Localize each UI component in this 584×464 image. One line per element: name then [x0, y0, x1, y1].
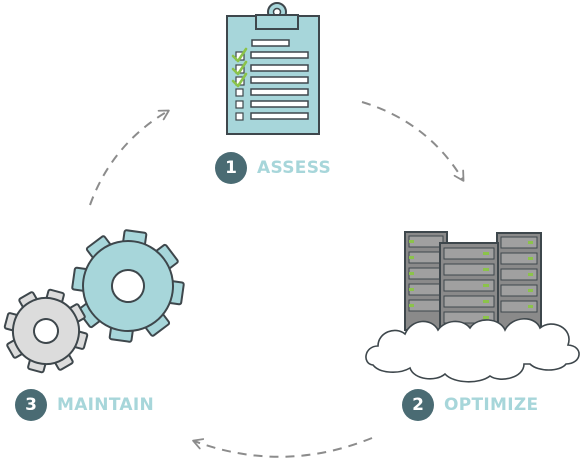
empty-box-icon	[235, 100, 244, 109]
step-number-badge: 3	[15, 389, 47, 421]
step-label: ASSESS	[257, 158, 332, 178]
step-assess: 1 ASSESS	[215, 152, 331, 184]
step-optimize: 2 OPTIMIZE	[402, 389, 538, 421]
grey-gear-icon	[3, 288, 89, 374]
arrow-maintain-to-assess	[89, 109, 170, 206]
cloud-shape	[365, 318, 580, 383]
checked-box-icon	[231, 72, 248, 88]
checked-box-icon	[231, 60, 248, 76]
gears-icon	[3, 229, 185, 374]
clipboard-checklist-icon	[226, 2, 320, 135]
arrow-optimize-to-maintain	[192, 437, 373, 458]
arrow-assess-to-optimize	[361, 101, 465, 182]
step-label: MAINTAIN	[57, 395, 155, 415]
server-rack-right	[496, 232, 542, 331]
step-number-badge: 2	[402, 389, 434, 421]
empty-box-icon	[235, 88, 244, 97]
step-maintain: 3 MAINTAIN	[15, 389, 154, 421]
checked-box-icon	[231, 47, 248, 63]
server-cloud-icon	[365, 231, 580, 383]
empty-box-icon	[235, 112, 244, 121]
step-label: OPTIMIZE	[444, 395, 539, 415]
blue-gear-icon	[71, 229, 185, 343]
step-number-badge: 1	[215, 152, 247, 184]
